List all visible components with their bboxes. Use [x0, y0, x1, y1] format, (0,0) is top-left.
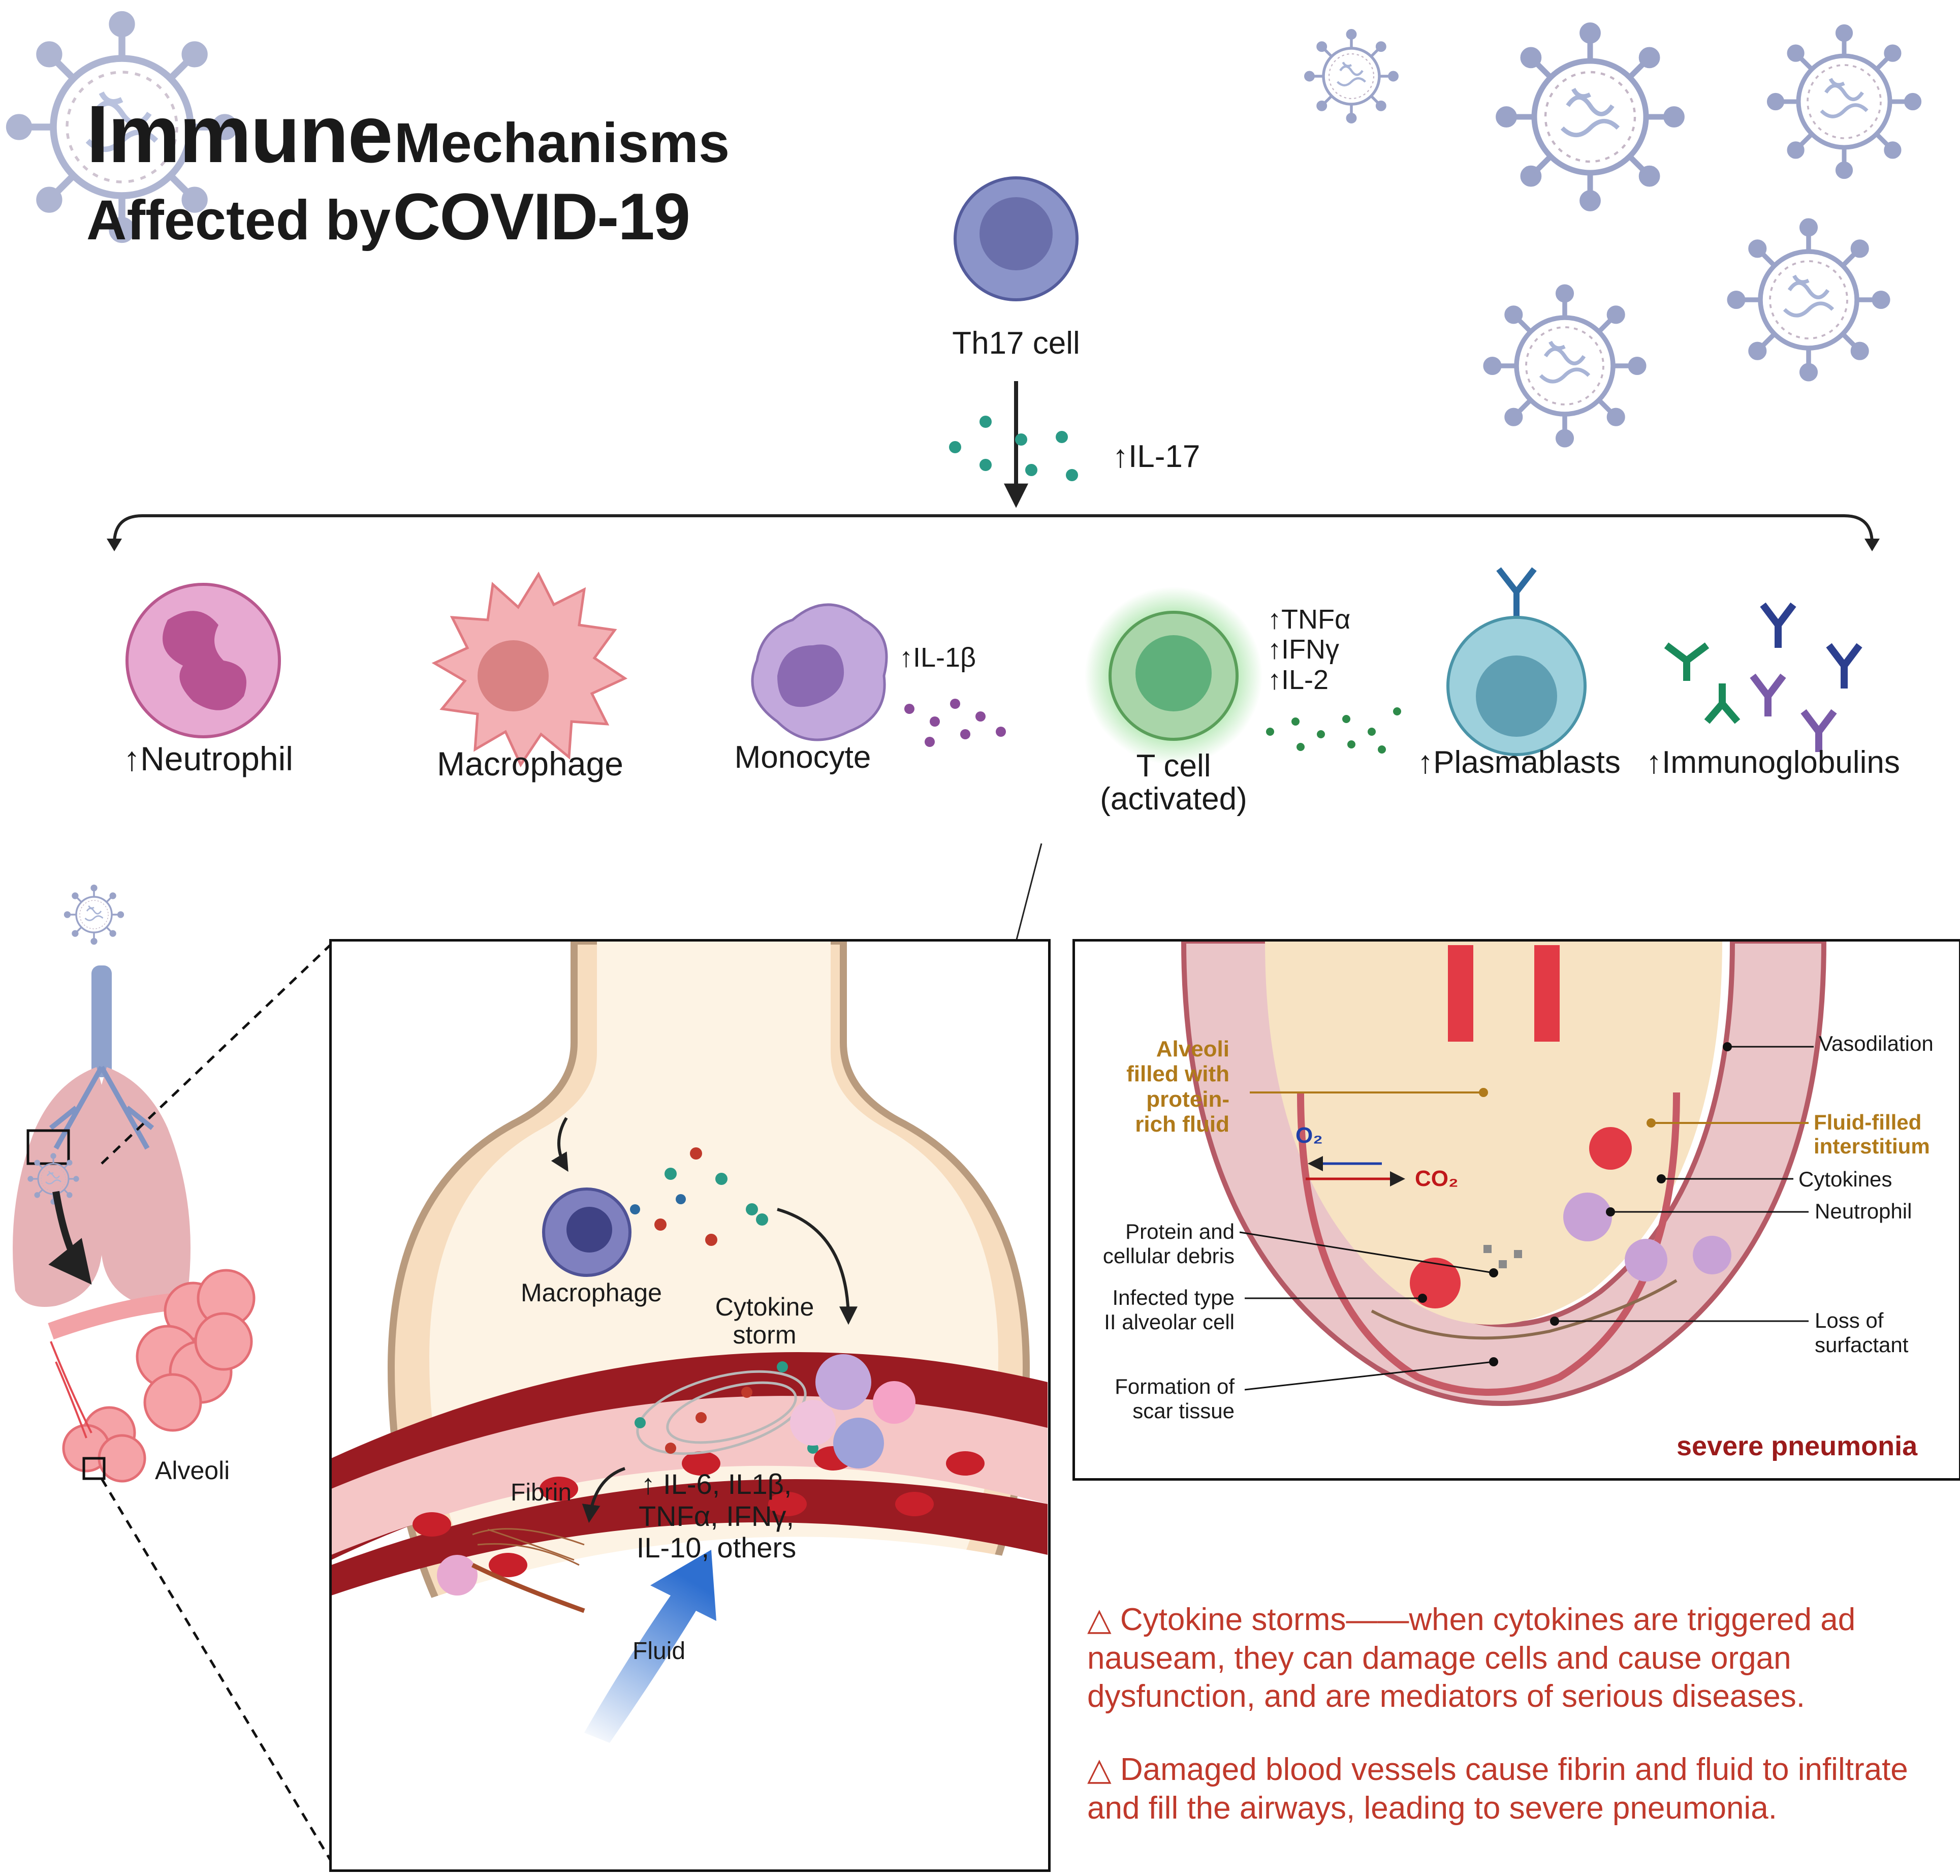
fluid-label: Fluid: [633, 1638, 686, 1665]
alveoli-filled-line2: filled with: [1126, 1061, 1229, 1087]
note-damaged-vessels: △ Damaged blood vessels cause fibrin and…: [1087, 1752, 1908, 1826]
alveoli-label: Alveoli: [155, 1456, 230, 1485]
virus-icon: [1485, 287, 1644, 445]
loss-surfactant-label: Loss of surfactant: [1815, 1308, 1908, 1358]
th17-label: Th17 cell: [952, 326, 1080, 361]
virus-icon: [1769, 26, 1919, 176]
title-line2-rest: Affected by: [86, 189, 391, 252]
tcell-cytokines-label: ↑TNFα ↑IFNγ ↑IL-2: [1268, 604, 1351, 695]
protein-debris-line1: Protein and: [1125, 1220, 1235, 1243]
neutrophil-cell-icon: [125, 583, 281, 738]
monocyte-label: Monocyte: [734, 740, 871, 775]
protein-debris-label: Protein and cellular debris: [1092, 1220, 1235, 1269]
tcell-cytokine-particles: [1266, 707, 1401, 754]
monocyte-cell-icon: [751, 603, 888, 741]
panel-macrophage-label: Macrophage: [521, 1278, 662, 1307]
panel-cytokines-list: ↑ IL-6, IL1β, TNFα, IFNγ, IL-10, others: [635, 1468, 798, 1564]
scar-tissue-line2: scar tissue: [1132, 1399, 1235, 1423]
fluid-interstitium-line1: Fluid-filled: [1814, 1110, 1922, 1134]
immunoglobulins-label: ↑Immunoglobulins: [1646, 745, 1900, 780]
infected-cell-line2: II alveolar cell: [1104, 1310, 1235, 1334]
alveolus-panel: [331, 941, 1048, 1869]
title-line1-emphasis: Immune: [86, 88, 393, 179]
note-cytokine-storms: △ Cytokine storms——when cytokines are tr…: [1087, 1602, 1856, 1714]
il17-label: ↑IL-17: [1113, 439, 1200, 474]
protein-debris-line2: cellular debris: [1102, 1244, 1235, 1268]
cytokine-storm-label: Cytokine storm: [714, 1293, 815, 1349]
cytokine-il2: ↑IL-2: [1268, 664, 1329, 695]
pneumonia-neutrophil-label: Neutrophil: [1815, 1199, 1912, 1223]
alveoli-cluster-icon: [48, 1269, 256, 1483]
alveoli-filled-label: Alveoli filled with protein- rich fluid: [1113, 1037, 1229, 1137]
loss-surfactant-line2: surfactant: [1815, 1333, 1909, 1357]
scar-tissue-line1: Formation of: [1115, 1374, 1235, 1398]
scar-tissue-label: Formation of scar tissue: [1092, 1374, 1235, 1424]
co2-label: CO₂: [1415, 1166, 1459, 1191]
severe-pneumonia-label: severe pneumonia: [1677, 1431, 1918, 1461]
fibrin-label: Fibrin: [511, 1479, 572, 1506]
t-cell-icon: [1085, 587, 1262, 765]
cytokines-list-line3: IL-10, others: [636, 1531, 797, 1564]
tcell-label: T cell (activated): [1092, 749, 1255, 816]
title-line2-emphasis: COVID-19: [393, 179, 690, 254]
neutrophil-label: ↑Neutrophil: [123, 740, 293, 777]
tcell-label-line2: (activated): [1100, 781, 1247, 817]
vasodilation-label: Vasodilation: [1819, 1031, 1934, 1055]
immunoglobulin-icons: [1664, 602, 1862, 752]
cytokines-list-line1: ↑ IL-6, IL1β,: [641, 1468, 792, 1500]
o2-label: O₂: [1295, 1123, 1323, 1148]
alveoli-filled-line1: Alveoli: [1156, 1037, 1229, 1061]
macrophage-cell-icon: [431, 571, 628, 768]
cytokines-label: Cytokines: [1798, 1167, 1892, 1191]
infected-cell-label: Infected type II alveolar cell: [1087, 1286, 1235, 1335]
cytokines-list-line2: TNFα, IFNγ,: [638, 1499, 795, 1532]
alveolus-panel-frame: [329, 939, 1051, 1872]
tcell-label-line1: T cell: [1136, 748, 1211, 784]
pneumonia-panel-frame: [1072, 939, 1960, 1481]
plasmablasts-label: ↑Plasmablasts: [1417, 745, 1621, 780]
th17-cell-icon: [954, 176, 1079, 301]
il1b-label: ↑IL-1β: [899, 642, 976, 673]
infected-cell-line1: Infected type: [1112, 1286, 1235, 1309]
alveoli-filled-line4: rich fluid: [1135, 1111, 1229, 1137]
cytokine-storm-line2: storm: [733, 1321, 797, 1349]
cytokine-tnfa: ↑TNFα: [1268, 604, 1351, 635]
virus-icon: [1306, 30, 1397, 122]
alveoli-filled-line3: protein-: [1146, 1086, 1229, 1112]
loss-surfactant-line1: Loss of: [1815, 1308, 1884, 1332]
il17-particles: [949, 416, 1078, 481]
il1b-particles: [904, 699, 1006, 747]
lung-icon: [13, 884, 191, 1307]
plasmablast-cell-icon: [1446, 567, 1587, 756]
virus-icon: [1499, 25, 1682, 209]
cytokine-storm-line1: Cytokine: [715, 1293, 814, 1321]
virus-icon: [1729, 221, 1888, 379]
fluid-interstitium-line2: interstitium: [1814, 1134, 1930, 1159]
cytokine-ifng: ↑IFNγ: [1268, 634, 1339, 665]
page-title: Immune Mechanisms Affected by COVID-19: [86, 91, 730, 252]
title-line1-rest: Mechanisms: [394, 112, 730, 174]
pneumonia-panel: [1074, 941, 1958, 1478]
macrophage-label: Macrophage: [437, 745, 623, 783]
fluid-interstitium-label: Fluid-filled interstitium: [1814, 1110, 1930, 1158]
